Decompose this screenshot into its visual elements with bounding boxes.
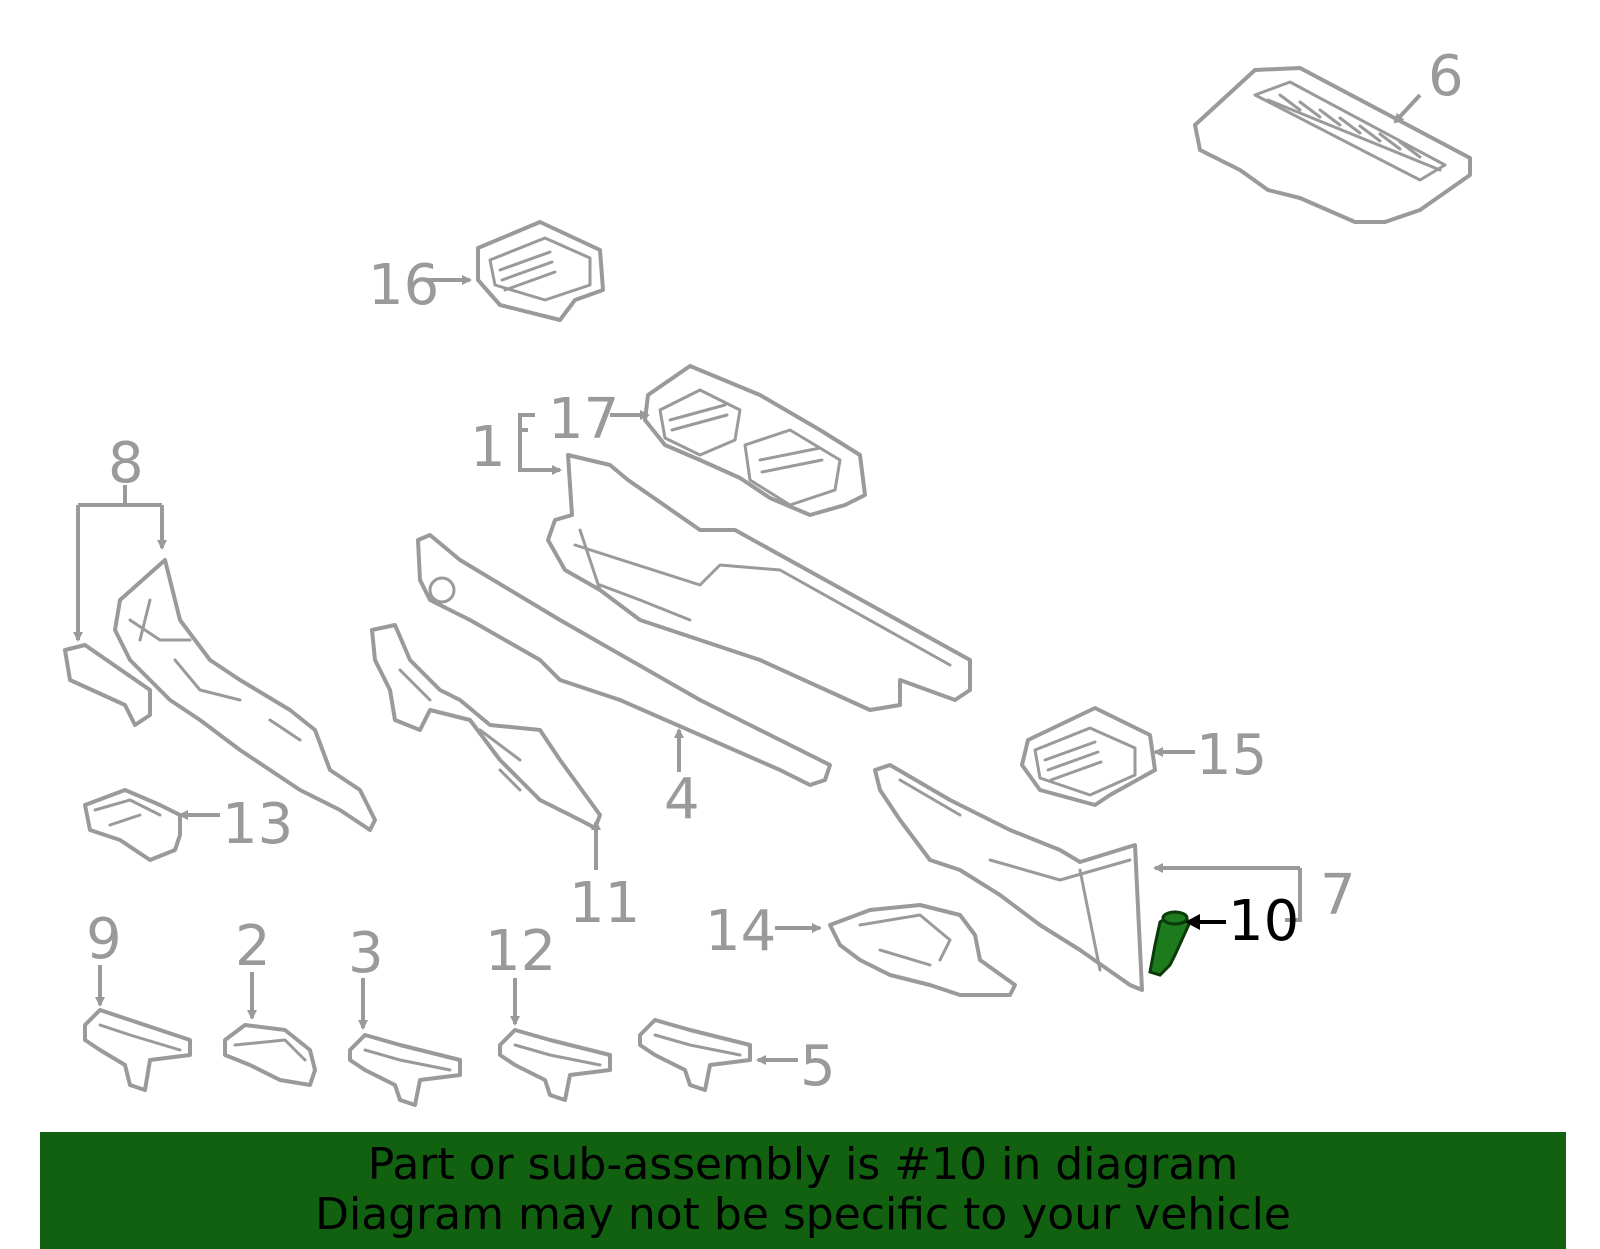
callout-8: 8 — [108, 431, 144, 496]
callout-4: 4 — [664, 767, 700, 832]
callout-13: 13 — [222, 792, 293, 857]
parts-diagram: 6 16 17 1 4 8 — [63, 44, 1472, 1107]
callout-10: 10 — [1228, 889, 1299, 954]
callout-6: 6 — [1428, 44, 1464, 109]
callout-7: 7 — [1320, 863, 1356, 928]
part-3-clip[interactable] — [348, 1033, 462, 1107]
part-9-clip[interactable] — [83, 1008, 192, 1092]
part-14-lower-bracket[interactable] — [828, 903, 1017, 997]
part-6-trim-panel[interactable] — [1193, 66, 1472, 224]
callout-12: 12 — [485, 919, 556, 984]
part-17-center-vent[interactable] — [643, 364, 867, 517]
callout-17: 17 — [548, 387, 619, 452]
callout-3: 3 — [348, 921, 384, 986]
part-8-left-panel[interactable] — [63, 558, 377, 832]
banner-line-1: Part or sub-assembly is #10 in diagram — [367, 1139, 1239, 1190]
callout-11: 11 — [569, 871, 640, 936]
callout-15: 15 — [1196, 723, 1267, 788]
callout-2: 2 — [235, 914, 271, 979]
part-11-bracket[interactable] — [370, 623, 602, 830]
info-banner: Part or sub-assembly is #10 in diagram D… — [40, 1132, 1566, 1249]
callout-14: 14 — [705, 899, 776, 964]
part-5-clip[interactable] — [638, 1018, 752, 1092]
part-15-side-vent[interactable] — [1020, 706, 1157, 807]
part-7-right-bracket[interactable] — [873, 763, 1144, 992]
callout-9: 9 — [86, 907, 122, 972]
part-16-air-vent[interactable] — [476, 220, 605, 322]
callout-5: 5 — [800, 1034, 836, 1099]
part-4-trim-strip[interactable] — [416, 533, 832, 787]
part-13-clip[interactable] — [83, 788, 182, 862]
callout-1: 1 — [470, 415, 506, 480]
part-2-clip[interactable] — [223, 1023, 317, 1087]
part-1-dash-trim[interactable] — [546, 453, 972, 712]
callout-16: 16 — [368, 253, 439, 318]
part-10-clip-highlighted[interactable] — [1148, 910, 1192, 977]
banner-line-2: Diagram may not be specific to your vehi… — [315, 1189, 1291, 1240]
part-12-clip[interactable] — [498, 1028, 612, 1102]
